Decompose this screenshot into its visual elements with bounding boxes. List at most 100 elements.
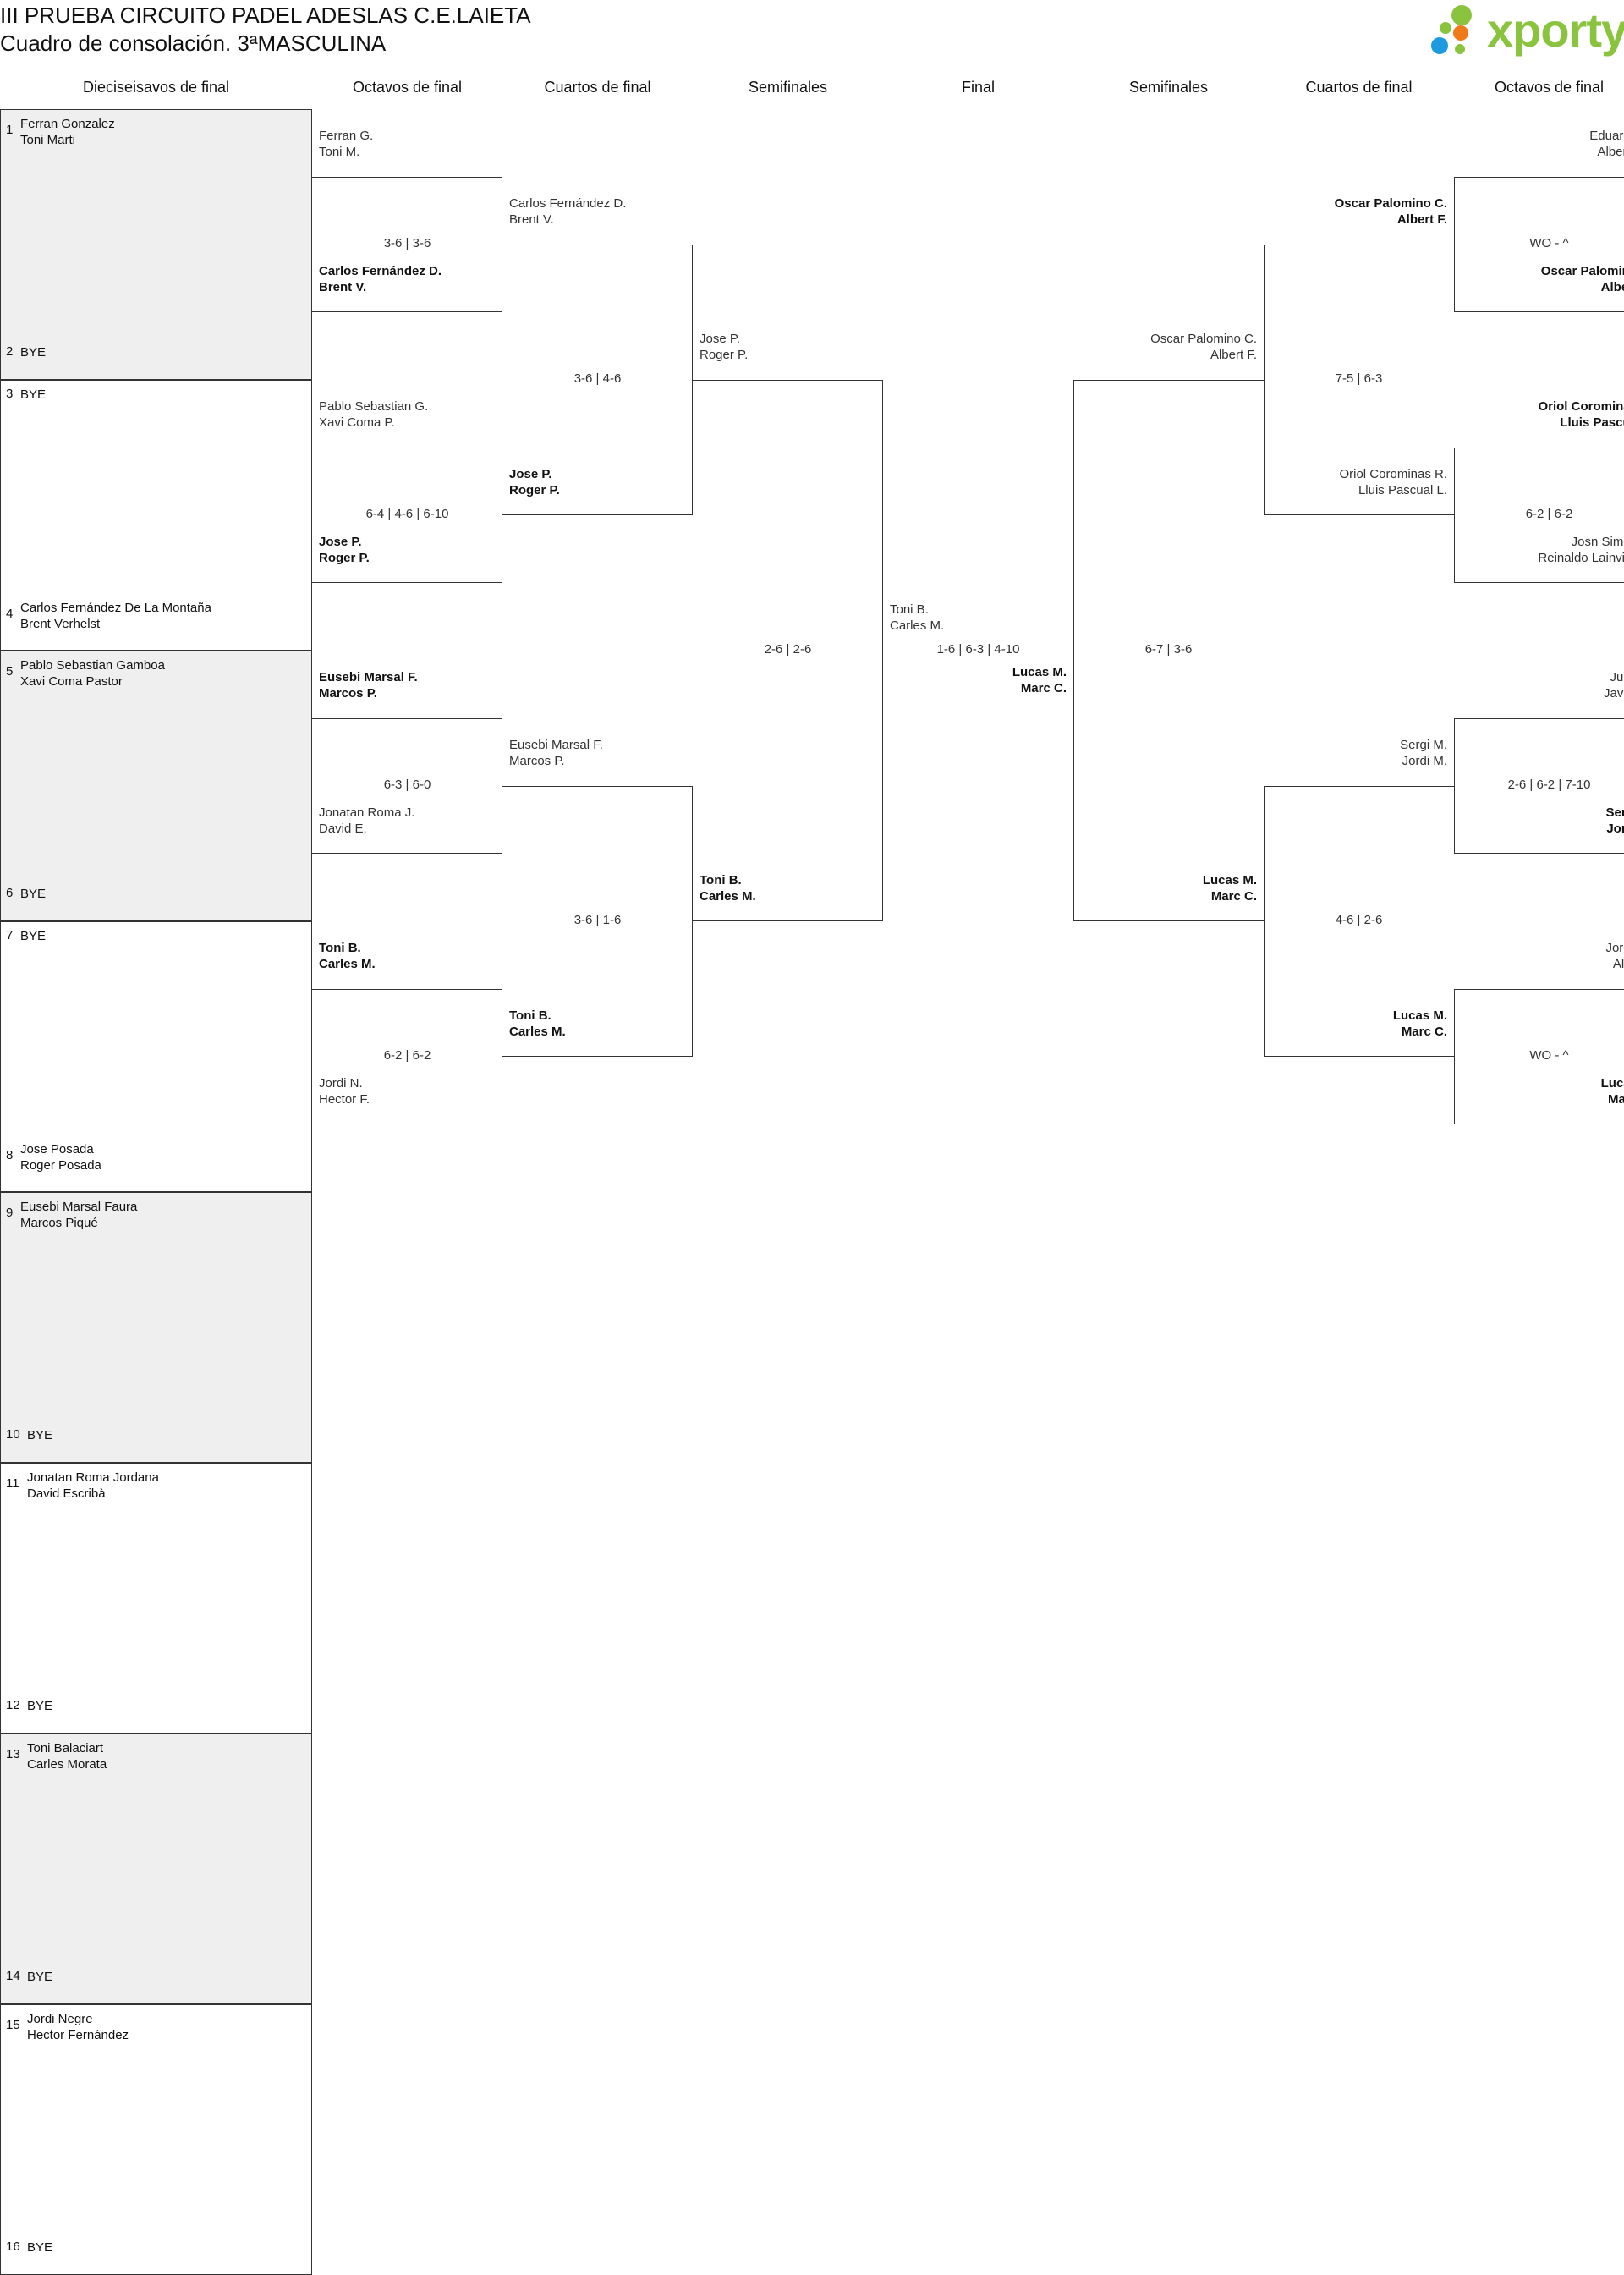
player-name: Marcos P. bbox=[509, 754, 565, 768]
logo-dot-icon bbox=[1431, 37, 1448, 54]
round-header: Octavos de final bbox=[1494, 79, 1605, 96]
bracket-connector bbox=[1454, 718, 1624, 854]
player-name: Xavi Coma Pastor bbox=[20, 674, 123, 689]
seed-number: 5 bbox=[6, 664, 14, 679]
final-pair-right: Lucas M.Marc C. bbox=[1012, 664, 1067, 696]
logo-text: xporty bbox=[1487, 3, 1624, 57]
player-name: Jordi Negre bbox=[27, 2012, 93, 2026]
player-name: Marc C. bbox=[1401, 1025, 1447, 1039]
seed-number: 9 bbox=[6, 1206, 14, 1220]
seed-slot bbox=[0, 515, 312, 651]
player-name: Jose P. bbox=[509, 467, 552, 481]
pair-top: JorgeAlex bbox=[1605, 940, 1624, 972]
player-name: Brent Verhelst bbox=[20, 617, 101, 631]
player-name: Marcos Piqué bbox=[20, 1216, 98, 1230]
player-name: Sergi M. bbox=[1400, 738, 1447, 752]
match-score: 2-6 | 6-2 | 7-10 bbox=[1507, 778, 1591, 792]
match-score: 3-6 | 4-6 bbox=[573, 371, 622, 386]
seed-names: BYE bbox=[20, 387, 46, 403]
player-name: BYE bbox=[27, 1699, 53, 1713]
pair-bottom: Josn SimonReinaldo Lainville bbox=[1538, 534, 1624, 566]
player-name: Toni Balaciart bbox=[27, 1741, 104, 1756]
pair-top: Oscar Palomino C.Albert F. bbox=[1335, 195, 1447, 228]
round-header: Octavos de final bbox=[352, 79, 463, 96]
logo-dot-icon bbox=[1453, 25, 1468, 41]
player-name: Carles Morata bbox=[27, 1757, 107, 1772]
bracket-connector bbox=[1264, 245, 1454, 515]
pair-bottom: Carlos Fernández D.Brent V. bbox=[319, 263, 442, 295]
player-name: BYE bbox=[20, 387, 47, 402]
player-name: Jordi bbox=[1606, 822, 1624, 836]
player-name: Carles M. bbox=[700, 889, 756, 904]
player-name: Juan bbox=[1610, 670, 1624, 684]
player-name: Ferran G. bbox=[319, 129, 374, 143]
player-name: Roger P. bbox=[509, 483, 560, 497]
player-name: Toni B. bbox=[890, 602, 929, 617]
player-name: David E. bbox=[319, 822, 367, 836]
player-name: Lucas M. bbox=[1202, 873, 1257, 887]
seed-number: 11 bbox=[6, 1476, 19, 1491]
player-name: BYE bbox=[27, 1428, 53, 1442]
seed-names: BYE bbox=[27, 1427, 52, 1443]
bracket-connector bbox=[502, 786, 693, 1057]
seed-slot bbox=[0, 921, 312, 1057]
player-name: Josn Simon bbox=[1571, 535, 1624, 549]
page-subtitle: Cuadro de consolación. 3ªMASCULINA bbox=[0, 30, 387, 56]
logo-dot-icon bbox=[1440, 22, 1451, 34]
player-name: BYE bbox=[27, 1970, 53, 1984]
round-header: Semifinales bbox=[748, 79, 828, 96]
player-name: Javier bbox=[1603, 686, 1624, 701]
bracket-connector bbox=[1264, 786, 1454, 1057]
seed-slot bbox=[0, 380, 312, 515]
player-name: Toni B. bbox=[509, 1008, 551, 1023]
pair-bottom: Jose P. Roger P. bbox=[509, 466, 560, 498]
player-name: BYE bbox=[20, 345, 47, 360]
player-name: Alberto bbox=[1597, 145, 1624, 159]
bracket-connector bbox=[312, 448, 502, 583]
player-name: Lluis Pascual L. bbox=[1358, 483, 1447, 497]
round-header: Semifinales bbox=[1128, 79, 1209, 96]
player-name: Albert F. bbox=[1396, 212, 1447, 227]
player-name: Sergi bbox=[1605, 805, 1624, 820]
pair-top: Pablo Sebastian G.Xavi Coma P. bbox=[319, 398, 428, 431]
pair-top: Sergi M.Jordi M. bbox=[1400, 737, 1447, 769]
seed-number: 2 bbox=[6, 344, 14, 359]
final-pair-left: Toni B.Carles M. bbox=[890, 602, 944, 634]
logo-dot-icon bbox=[1451, 5, 1472, 25]
player-name: Lucas M. bbox=[1392, 1008, 1447, 1023]
match-score: 3-6 | 3-6 bbox=[383, 236, 431, 250]
seed-number: 14 bbox=[6, 1969, 20, 1983]
player-name: Pablo Sebastian G. bbox=[319, 399, 429, 414]
player-name: Oriol Corominas bbox=[1538, 399, 1624, 414]
player-name: BYE bbox=[27, 2240, 53, 2255]
seed-names: BYE bbox=[27, 2239, 52, 2256]
pair-bottom: SergiJordi bbox=[1605, 805, 1624, 837]
bracket-connector bbox=[1454, 177, 1624, 312]
player-name: Eusebi Marsal Faura bbox=[20, 1200, 138, 1214]
seed-slot bbox=[0, 109, 312, 245]
page-title: III PRUEBA CIRCUITO PADEL ADESLAS C.E.LA… bbox=[0, 3, 531, 28]
player-name: Oriol Corominas R. bbox=[1339, 467, 1447, 481]
player-name: Jonatan Roma Jordana bbox=[27, 1470, 159, 1485]
pair-top: EduardoAlberto bbox=[1589, 128, 1624, 160]
pair-bottom: Oscar PalominoAlbert bbox=[1541, 263, 1624, 295]
seed-slot bbox=[0, 1057, 312, 1192]
player-name: Jorge bbox=[1605, 941, 1624, 955]
player-name: Roger P. bbox=[319, 551, 370, 565]
player-name: Ferran Gonzalez bbox=[20, 117, 115, 131]
player-name: Roger Posada bbox=[20, 1158, 102, 1173]
player-name: BYE bbox=[20, 887, 47, 901]
seed-names: BYE bbox=[20, 886, 46, 902]
player-name: Pablo Sebastian Gamboa bbox=[20, 658, 165, 673]
player-name: Jordi N. bbox=[319, 1076, 363, 1091]
match-score: 4-6 | 2-6 bbox=[1335, 913, 1383, 927]
seed-slot bbox=[0, 245, 312, 380]
seed-number: 8 bbox=[6, 1148, 14, 1162]
player-name: Xavi Coma P. bbox=[319, 415, 395, 430]
pair-top: Jose P.Roger P. bbox=[700, 331, 748, 363]
seed-number: 13 bbox=[6, 1747, 20, 1761]
bracket-connector bbox=[312, 177, 502, 312]
bracket-connector bbox=[1454, 448, 1624, 583]
